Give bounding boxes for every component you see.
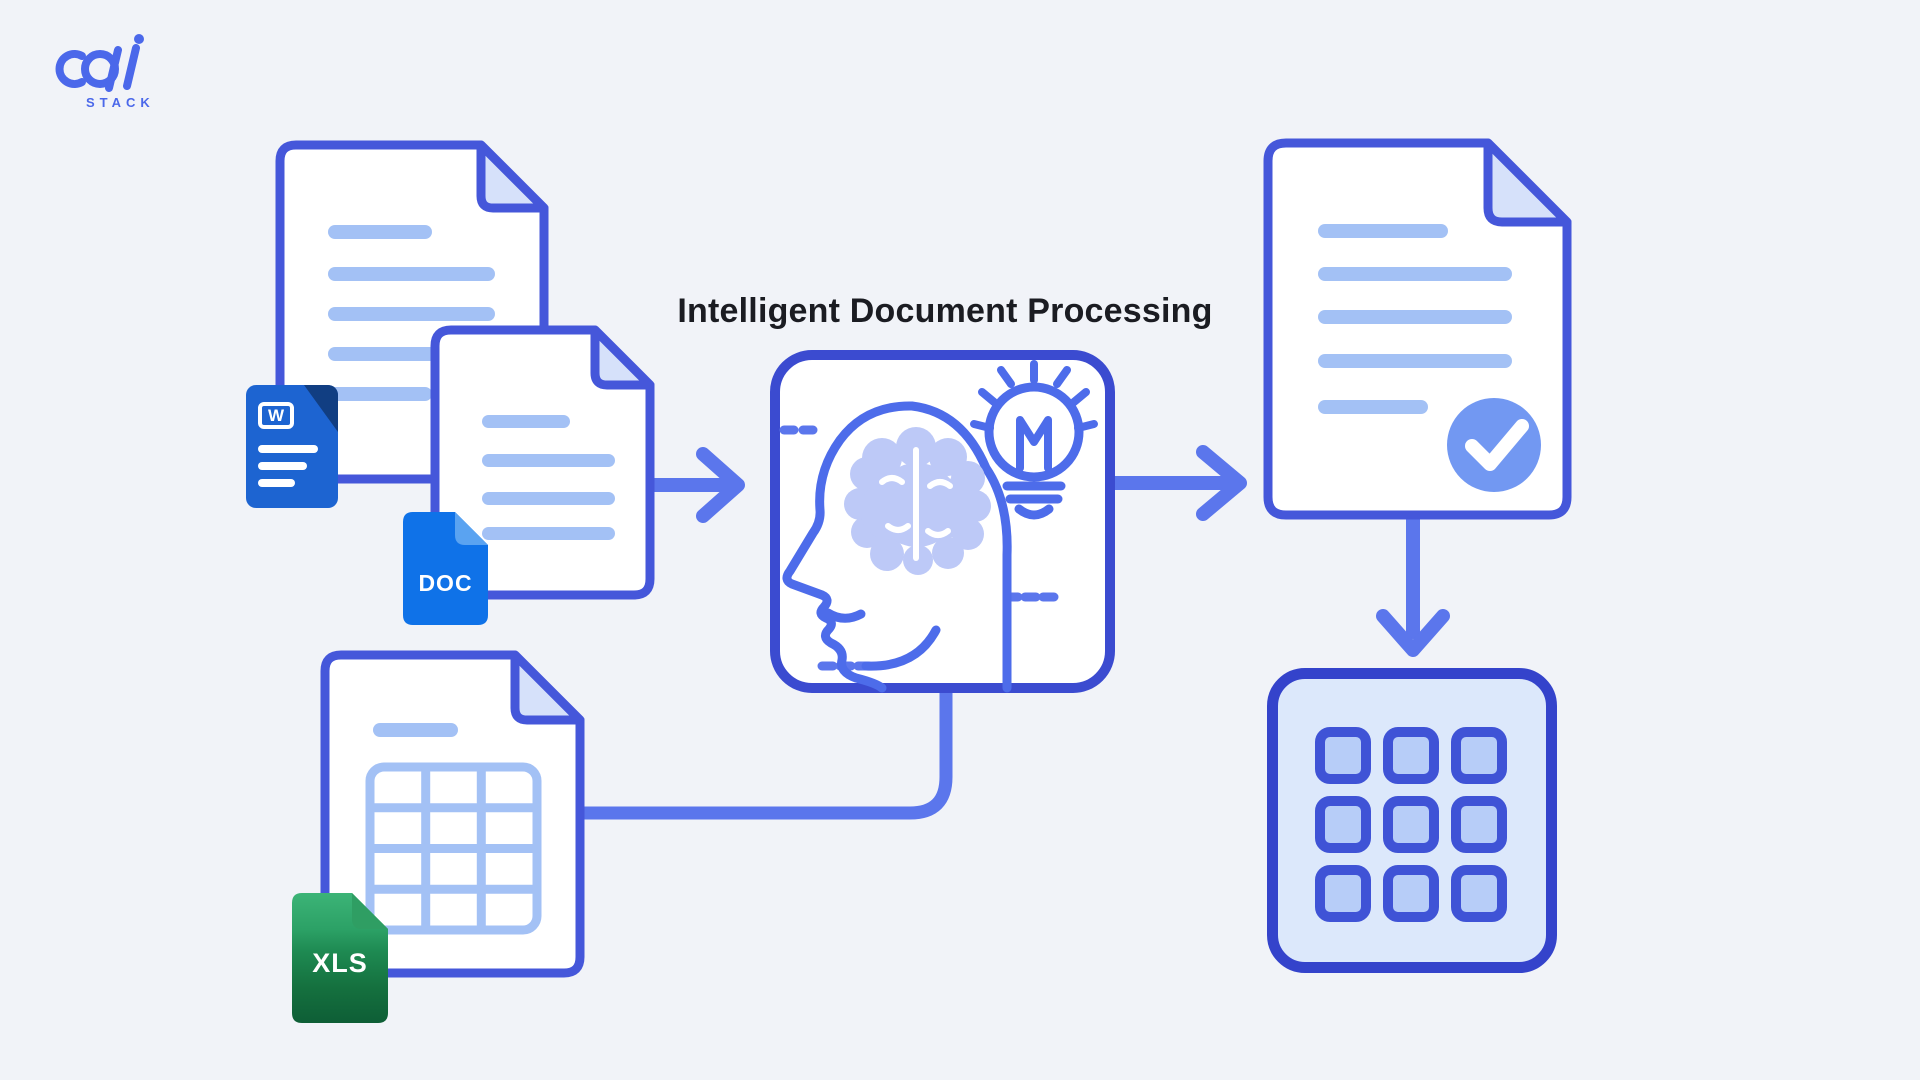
xls-file-icon: XLS xyxy=(292,893,388,1023)
grid-cell xyxy=(1451,865,1507,922)
folded-corner xyxy=(510,650,585,725)
head-brain-icon xyxy=(779,360,1098,693)
lightbulb-icon xyxy=(970,360,1098,520)
folded-corner xyxy=(455,512,488,545)
folded-corner xyxy=(476,140,549,213)
document-heading-line xyxy=(373,723,458,737)
grid-cells xyxy=(1315,727,1507,922)
folded-corner xyxy=(590,325,655,390)
connector-elbow-line xyxy=(571,683,953,820)
grid-cell xyxy=(1383,796,1439,853)
folded-corner xyxy=(1483,138,1572,227)
document-text-lines xyxy=(328,225,495,401)
checkmark-badge-icon xyxy=(1447,398,1541,492)
head-profile xyxy=(782,401,1012,693)
word-file-icon: W xyxy=(246,385,338,508)
brand-logo: cai STACK xyxy=(40,34,190,124)
bulb-filament xyxy=(1016,416,1052,472)
diagram-title: Intelligent Document Processing xyxy=(677,292,1213,330)
arrow-down-icon xyxy=(1376,507,1450,657)
grid-cell xyxy=(1451,727,1507,784)
word-w-badge: W xyxy=(258,402,294,429)
document-text-lines xyxy=(1318,224,1512,414)
grid-cell xyxy=(1315,796,1371,853)
arrow-right-icon xyxy=(645,447,745,523)
processed-document xyxy=(1263,138,1572,520)
folded-corner xyxy=(304,385,338,432)
source-document-2 xyxy=(430,325,655,600)
grid-cell xyxy=(1383,727,1439,784)
spreadsheet-document-icon xyxy=(320,650,585,978)
doc-label: DOC xyxy=(418,570,473,596)
arrow-right-icon xyxy=(1103,445,1247,521)
folded-corner xyxy=(352,893,388,929)
cai-logo-icon xyxy=(55,34,144,92)
grid-cell xyxy=(1315,865,1371,922)
document-text-lines xyxy=(482,415,615,540)
table-grid xyxy=(365,762,542,935)
data-grid-icon xyxy=(1267,668,1557,973)
grid-cell xyxy=(1451,796,1507,853)
grid-cell xyxy=(1383,865,1439,922)
grid-cell xyxy=(1315,727,1371,784)
checkmark-icon xyxy=(1465,419,1529,471)
doc-file-icon: DOC xyxy=(403,512,488,625)
logo-stack-label: STACK xyxy=(86,95,155,110)
xls-label: XLS xyxy=(312,948,368,978)
brain-detail-lines xyxy=(879,447,953,561)
idp-processor-box xyxy=(770,350,1115,693)
bulb-rays xyxy=(970,360,1098,432)
